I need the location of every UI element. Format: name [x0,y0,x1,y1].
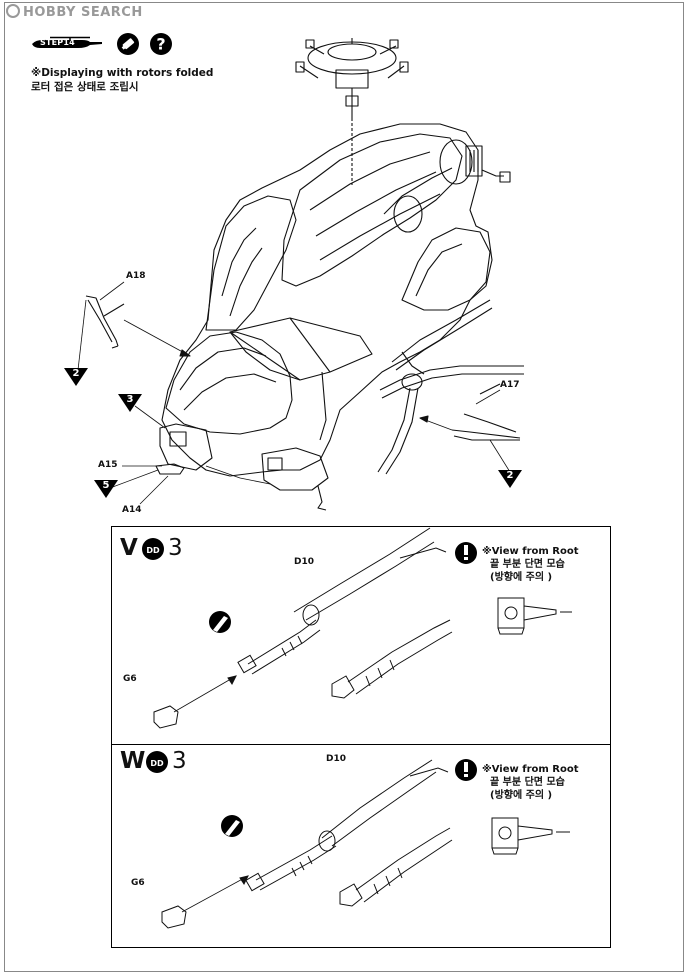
part-label-g6-w: G6 [131,878,145,888]
view-note-v-korean: 끝 부분 단면 모습 [490,559,565,570]
subassembly-v-letter: V [120,535,138,561]
subassembly-w-panel [111,744,611,948]
watermark-text: HOBBY SEARCH [23,5,143,20]
watermark: HOBBY SEARCH [6,4,143,20]
part-label-a17: A17 [500,380,520,390]
cement-tube-icon [117,33,139,55]
note-english: ※Displaying with rotors folded [31,67,214,79]
page-border [4,2,684,972]
subassembly-v-count: 3 [168,535,183,561]
step-number: STEP14 [40,38,75,47]
marker-5: 5 [102,480,110,491]
note-korean: 로터 접은 상태로 조립시 [31,81,139,93]
step-badge-helicopter-icon [32,36,102,48]
rotor-folded-note: ※Displaying with rotors folded 로터 접은 상태로… [31,66,213,94]
question-icon: ? [150,33,172,55]
part-label-d10-v: D10 [294,557,314,567]
subassembly-w-letter: W [120,748,146,774]
part-label-g6-v: G6 [123,674,137,684]
subassembly-w-count: 3 [172,748,187,774]
hobby-search-logo-icon [6,4,20,18]
view-note-w-english: ※View from Root [482,764,579,775]
part-label-d10-w: D10 [326,754,346,764]
marker-2-right: 2 [506,470,514,481]
view-from-root-note-v: ※View from Root 끝 부분 단면 모습 (방향에 주의 ) [482,545,579,584]
part-label-a14: A14 [122,505,142,515]
view-note-v-korean-caution: (방향에 주의 ) [490,572,553,583]
marker-3: 3 [126,394,134,405]
marker-2-left: 2 [72,368,80,379]
view-note-w-korean: 끝 부분 단면 모습 [490,777,565,788]
view-from-root-note-w: ※View from Root 끝 부분 단면 모습 (방향에 주의 ) [482,763,579,802]
part-label-a18: A18 [126,271,146,281]
svg-text:?: ? [156,35,165,54]
view-note-v-english: ※View from Root [482,546,579,557]
view-note-w-korean-caution: (방향에 주의 ) [490,790,553,801]
part-label-a15: A15 [98,460,118,470]
